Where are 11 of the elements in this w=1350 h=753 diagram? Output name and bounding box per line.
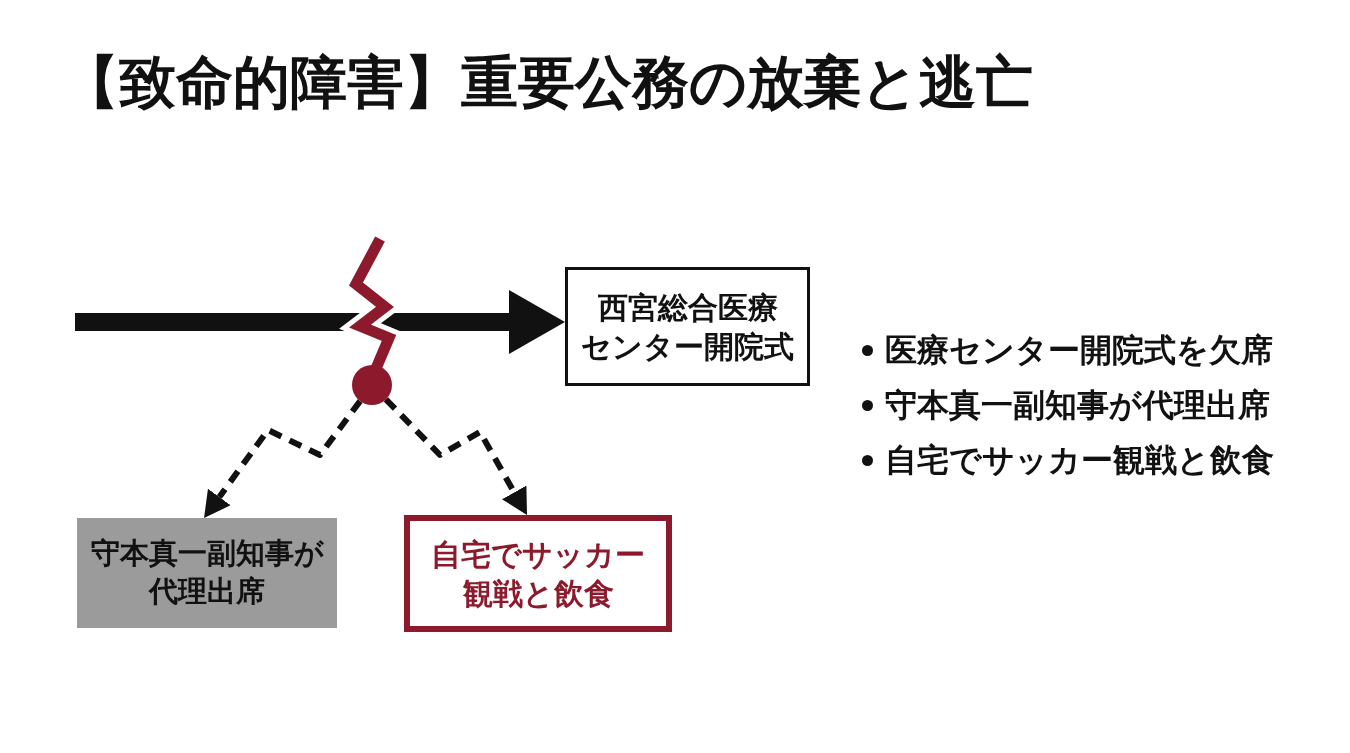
process-box: 西宮総合医療センター開院式 bbox=[565, 267, 810, 386]
title: 【致命的障害】重要公務の放棄と逃亡 bbox=[62, 50, 1033, 116]
dot-icon bbox=[352, 365, 392, 405]
arrow bbox=[383, 397, 527, 515]
list-item: 医療センター開院式を欠席 bbox=[885, 330, 1273, 370]
process-box: 自宅でサッカー観戦と飲食 bbox=[404, 515, 672, 632]
list-item: 自宅でサッカー観戦と飲食 bbox=[885, 440, 1274, 480]
process-box: 守本真一副知事が代理出席 bbox=[77, 518, 337, 628]
arrow bbox=[204, 399, 363, 519]
arrow bbox=[75, 290, 565, 354]
list-item: 守本真一副知事が代理出席 bbox=[885, 385, 1270, 425]
